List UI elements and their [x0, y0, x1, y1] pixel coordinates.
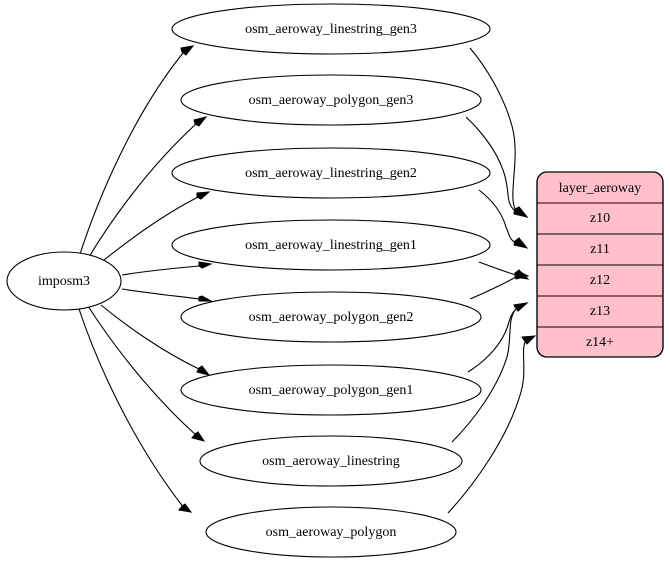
- layer_aeroway-header-label: layer_aeroway: [559, 181, 641, 196]
- imposm3-label: imposm3: [38, 274, 90, 289]
- osm_aeroway_polygon_gen3-label: osm_aeroway_polygon_gen3: [249, 93, 414, 108]
- layer_aeroway-row-z11[interactable]: z11: [537, 242, 663, 266]
- layer_aeroway-row-z11-label: z11: [590, 242, 610, 257]
- osm_aeroway_polygon-ellipse[interactable]: [205, 506, 457, 558]
- node-imposm3[interactable]: imposm3: [6, 251, 122, 311]
- osm_aeroway_linestring_gen3-label: osm_aeroway_linestring_gen3: [245, 22, 417, 37]
- osm_aeroway_polygon_gen1-ellipse[interactable]: [180, 364, 482, 416]
- edge-imposm3-to-osm_aeroway_polygon: [78, 308, 193, 513]
- edge-osm_aeroway_linestring_gen2-to-z11: [478, 189, 529, 249]
- osm_aeroway_linestring_gen2-label: osm_aeroway_linestring_gen2: [245, 166, 417, 181]
- node-osm_aeroway_linestring[interactable]: osm_aeroway_linestring: [199, 435, 463, 487]
- node-layer_aeroway-record[interactable]: layer_aeroway z10 z11 z12 z13 z14+: [536, 171, 664, 358]
- edge-osm_aeroway_polygon_gen3-to-z10: [465, 116, 529, 218]
- layer_aeroway-row-z14plus-label: z14+: [586, 335, 614, 350]
- node-osm_aeroway_polygon_gen3[interactable]: osm_aeroway_polygon_gen3: [180, 74, 482, 126]
- layer_aeroway-row-z12[interactable]: z12: [537, 273, 663, 297]
- layer_aeroway-row-z14plus[interactable]: z14+: [586, 335, 614, 350]
- node-osm_aeroway_linestring_gen2[interactable]: osm_aeroway_linestring_gen2: [171, 147, 491, 199]
- edge-imposm3-to-osm_aeroway_linestring_gen1: [121, 261, 213, 276]
- edge-imposm3-to-osm_aeroway_linestring_gen2: [103, 191, 211, 261]
- osm_aeroway_linestring-label: osm_aeroway_linestring: [262, 454, 400, 469]
- node-osm_aeroway_polygon_gen2[interactable]: osm_aeroway_polygon_gen2: [180, 291, 482, 343]
- node-osm_aeroway_linestring_gen3[interactable]: osm_aeroway_linestring_gen3: [171, 3, 491, 55]
- node-osm_aeroway_linestring_gen1[interactable]: osm_aeroway_linestring_gen1: [171, 219, 491, 271]
- osm_aeroway_linestring_gen3-ellipse[interactable]: [171, 3, 491, 55]
- edge-imposm3-to-osm_aeroway_polygon_gen2: [121, 288, 213, 302]
- layer_aeroway-outline: [536, 171, 664, 358]
- node-osm_aeroway_polygon[interactable]: osm_aeroway_polygon: [205, 506, 457, 558]
- osm_aeroway_linestring_gen2-ellipse[interactable]: [171, 147, 491, 199]
- edge-osm_aeroway_polygon_gen2-to-z12: [469, 270, 530, 300]
- osm_aeroway_linestring_gen1-ellipse[interactable]: [171, 219, 491, 271]
- layer_aeroway-row-z12-label: z12: [590, 273, 610, 288]
- layer_aeroway-row-z13[interactable]: z13: [537, 304, 663, 328]
- node-osm_aeroway_polygon_gen1[interactable]: osm_aeroway_polygon_gen1: [180, 364, 482, 416]
- edge-osm_aeroway_linestring-to-z13: [451, 302, 529, 443]
- edge-imposm3-to-osm_aeroway_linestring: [87, 305, 206, 442]
- layer_aeroway-row-z10[interactable]: z10: [537, 211, 663, 235]
- edge-osm_aeroway_linestring_gen3-to-z10: [469, 47, 529, 218]
- osm_aeroway_polygon-label: osm_aeroway_polygon: [266, 525, 397, 540]
- osm_aeroway_linestring-ellipse[interactable]: [199, 435, 463, 487]
- edge-group-source-to-tables: [78, 45, 213, 513]
- layer_aeroway-row-z13-label: z13: [590, 304, 610, 319]
- osm_aeroway_polygon_gen3-ellipse[interactable]: [180, 74, 482, 126]
- edge-group-tables-to-layer: [447, 47, 537, 514]
- osm_aeroway_polygon_gen1-label: osm_aeroway_polygon_gen1: [249, 383, 414, 398]
- osm_aeroway_polygon_gen2-label: osm_aeroway_polygon_gen2: [249, 310, 414, 325]
- imposm3-ellipse[interactable]: [6, 251, 122, 311]
- edge-imposm3-to-osm_aeroway_linestring_gen3: [79, 45, 195, 255]
- edge-osm_aeroway_polygon-to-z14: [447, 335, 537, 514]
- osm_aeroway_linestring_gen1-label: osm_aeroway_linestring_gen1: [245, 238, 417, 253]
- edge-imposm3-to-osm_aeroway_polygon_gen3: [88, 116, 208, 258]
- osm_aeroway_polygon_gen2-ellipse[interactable]: [180, 291, 482, 343]
- layer_aeroway-row-z10-label: z10: [590, 211, 610, 226]
